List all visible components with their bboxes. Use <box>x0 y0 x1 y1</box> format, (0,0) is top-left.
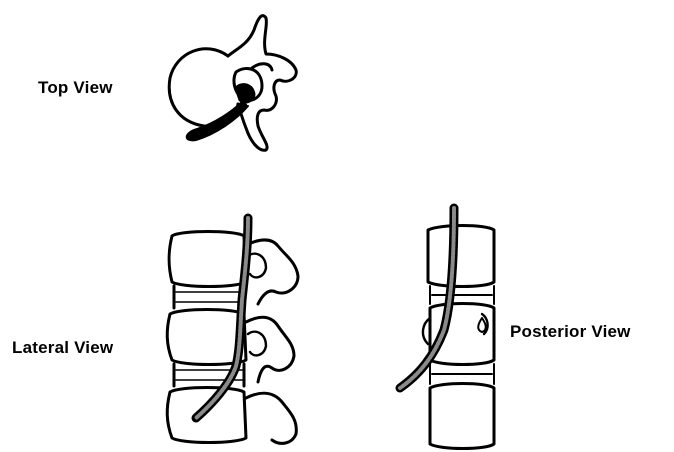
top-view-label: Top View <box>38 78 113 98</box>
posterior-view-spine <box>423 226 494 449</box>
top-view-vertebra <box>169 16 296 151</box>
lamina-detail <box>252 64 272 70</box>
catheter-top-view <box>187 100 248 140</box>
nerve-root-top <box>236 85 254 102</box>
lateral-process-1 <box>244 240 298 304</box>
lateral-view-spine <box>167 232 298 444</box>
lateral-foramen-2 <box>248 332 266 356</box>
lateral-vertebra-1 <box>169 232 246 287</box>
posterior-disc-1 <box>430 286 494 304</box>
lateral-foramen-1 <box>248 254 266 278</box>
posterior-vertebra-3 <box>430 384 494 449</box>
posterior-view-label: Posterior View <box>510 322 631 342</box>
posterior-disc-2 <box>430 364 494 384</box>
lateral-vertebra-3 <box>167 388 246 443</box>
posterior-vertebra-1 <box>428 226 494 287</box>
lateral-view-label: Lateral View <box>12 338 113 358</box>
lateral-disc-1 <box>174 286 244 308</box>
lateral-process-3 <box>246 393 296 443</box>
nerve-root-posterior <box>478 318 486 332</box>
lateral-process-2 <box>246 317 294 382</box>
